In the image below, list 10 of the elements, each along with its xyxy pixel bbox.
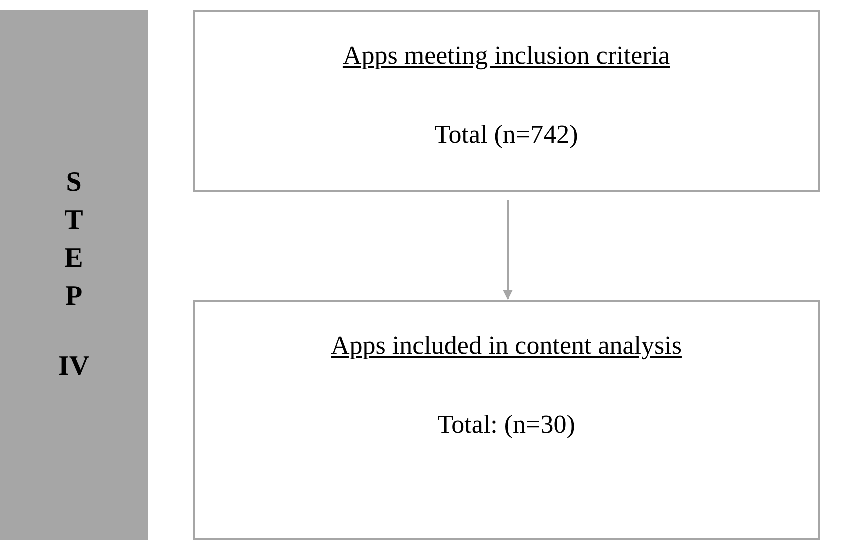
box-heading: Apps included in content analysis [331,330,682,362]
process-box [193,300,820,540]
step-label: IV [58,350,90,384]
step-label: S T E P [64,166,84,314]
process-box [193,10,820,192]
box-text: Total (n=742) [434,119,578,151]
box-heading: Apps meeting inclusion criteria [342,40,670,72]
arrow [503,200,513,300]
step-band [0,10,148,540]
box-text: Total: (n=30) [438,409,576,441]
